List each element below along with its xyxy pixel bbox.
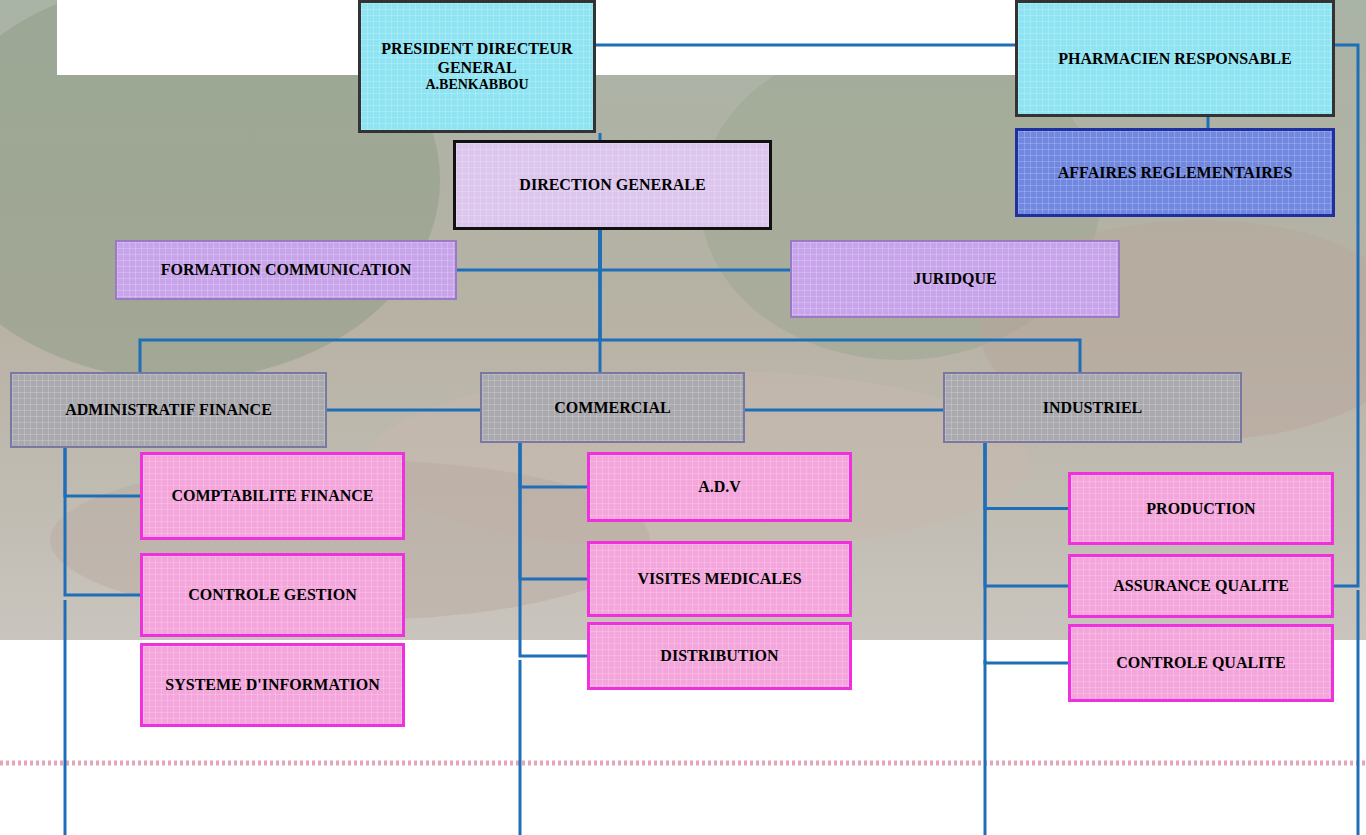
org-connector	[985, 443, 1068, 663]
org-connector	[1207, 117, 1210, 128]
org-connector	[457, 230, 600, 270]
org-box: SYSTEME D'INFORMATION	[140, 643, 405, 727]
box-label: CONTROLE GESTION	[188, 585, 356, 604]
org-box: PHARMACIEN RESPONSABLE	[1015, 0, 1335, 117]
column-line	[64, 600, 67, 835]
box-label: ASSURANCE QUALITE	[1113, 576, 1289, 595]
org-connector	[327, 409, 480, 412]
box-label: PHARMACIEN RESPONSABLE	[1058, 49, 1291, 68]
org-box: PRESIDENT DIRECTEUR GENERALA.BENKABBOU	[358, 0, 596, 133]
org-box: VISITES MEDICALES	[587, 541, 852, 617]
org-connector	[520, 443, 587, 656]
org-connector	[65, 448, 140, 595]
org-connector	[65, 448, 140, 496]
box-label: AFFAIRES REGLEMENTAIRES	[1058, 163, 1293, 182]
org-connector	[985, 443, 1068, 509]
org-box: CONTROLE QUALITE	[1068, 624, 1334, 702]
org-box: PRODUCTION	[1068, 472, 1334, 545]
box-label: PRESIDENT DIRECTEUR GENERAL	[375, 39, 579, 77]
box-label: FORMATION COMMUNICATION	[161, 260, 412, 279]
org-box: COMPTABILITE FINANCE	[140, 452, 405, 540]
org-box: ASSURANCE QUALITE	[1068, 554, 1334, 618]
org-connector	[596, 44, 1015, 47]
box-label: JURIDQUE	[913, 269, 997, 288]
person-name: A.BENKABBOU	[425, 77, 528, 94]
org-box: DISTRIBUTION	[587, 622, 852, 690]
box-label: DIRECTION GENERALE	[519, 175, 705, 194]
org-connector	[745, 409, 943, 412]
box-label: PRODUCTION	[1146, 499, 1255, 518]
org-connector	[520, 443, 587, 487]
column-line	[519, 660, 522, 835]
box-label: A.D.V	[698, 477, 741, 496]
org-box: JURIDQUE	[790, 240, 1120, 318]
org-box: CONTROLE GESTION	[140, 553, 405, 637]
org-connector	[520, 443, 587, 579]
org-box: DIRECTION GENERALE	[453, 140, 772, 230]
box-label: SYSTEME D'INFORMATION	[165, 675, 379, 694]
box-label: VISITES MEDICALES	[637, 569, 801, 588]
box-label: CONTROLE QUALITE	[1116, 653, 1285, 672]
hatched-rule	[0, 761, 1366, 766]
column-line	[1357, 590, 1360, 835]
column-line	[984, 660, 987, 835]
box-label: ADMINISTRATIF FINANCE	[65, 400, 272, 419]
org-box: INDUSTRIEL	[943, 372, 1242, 443]
org-connector	[600, 230, 790, 270]
org-box: AFFAIRES REGLEMENTAIRES	[1015, 128, 1335, 217]
org-box: COMMERCIAL	[480, 372, 745, 443]
box-label: DISTRIBUTION	[660, 646, 778, 665]
org-box: FORMATION COMMUNICATION	[115, 240, 457, 300]
box-label: INDUSTRIEL	[1043, 398, 1143, 417]
org-connector	[985, 443, 1068, 586]
box-label: COMPTABILITE FINANCE	[172, 486, 374, 505]
org-connector	[599, 133, 602, 140]
org-connector	[1334, 45, 1358, 586]
org-box: A.D.V	[587, 452, 852, 522]
org-box: ADMINISTRATIF FINANCE	[10, 372, 327, 448]
box-label: COMMERCIAL	[554, 398, 670, 417]
